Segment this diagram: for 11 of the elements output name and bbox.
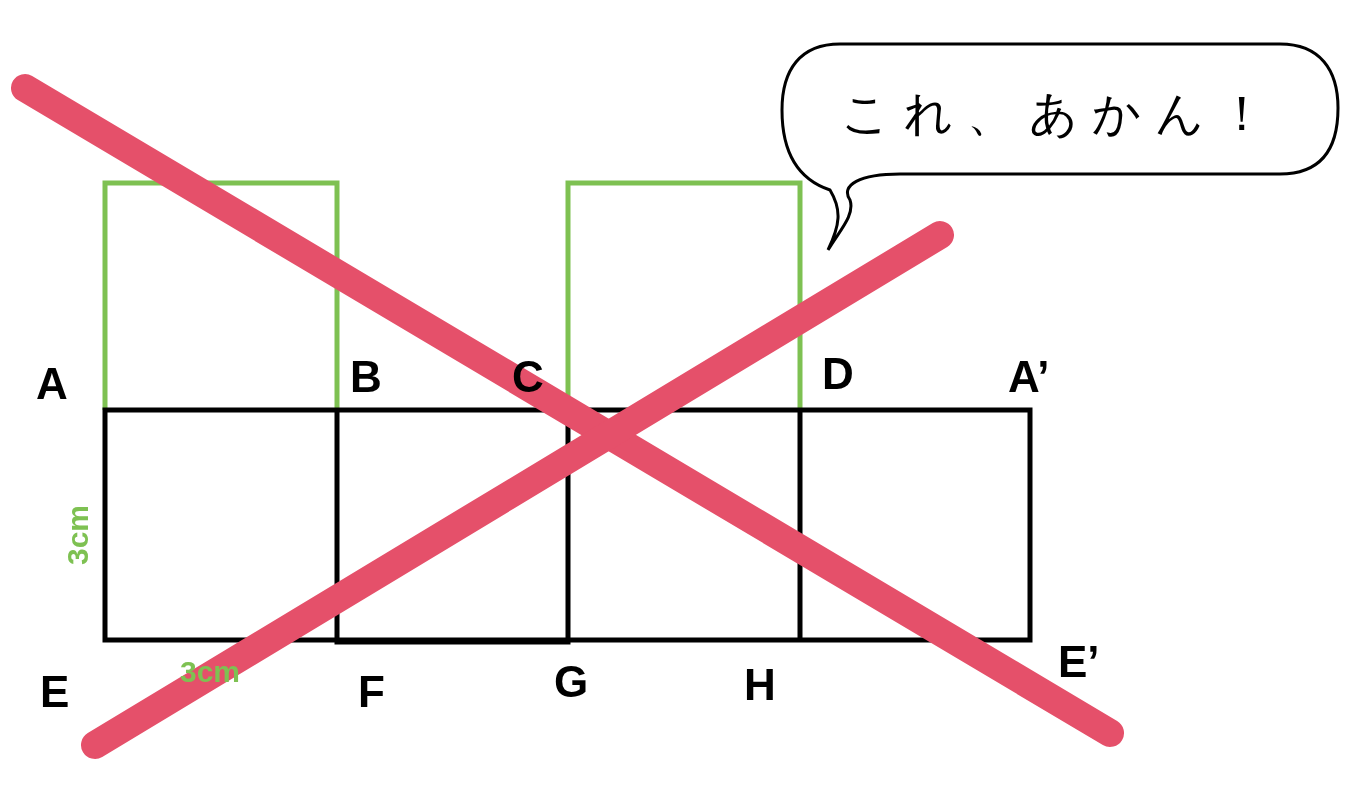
dimension-label: 3cm [63,505,93,565]
vertex-label: H [744,663,776,707]
vertex-label: E’ [1058,640,1100,684]
vertex-label: F [358,670,385,714]
vertex-label: A’ [1008,355,1050,399]
vertex-label: G [554,660,589,704]
vertex-label: B [350,355,382,399]
vertex-label: D [822,352,854,396]
vertex-label: A [36,362,68,406]
speech-text: これ、あかん！ [839,84,1281,143]
vertex-label: E [40,670,70,714]
